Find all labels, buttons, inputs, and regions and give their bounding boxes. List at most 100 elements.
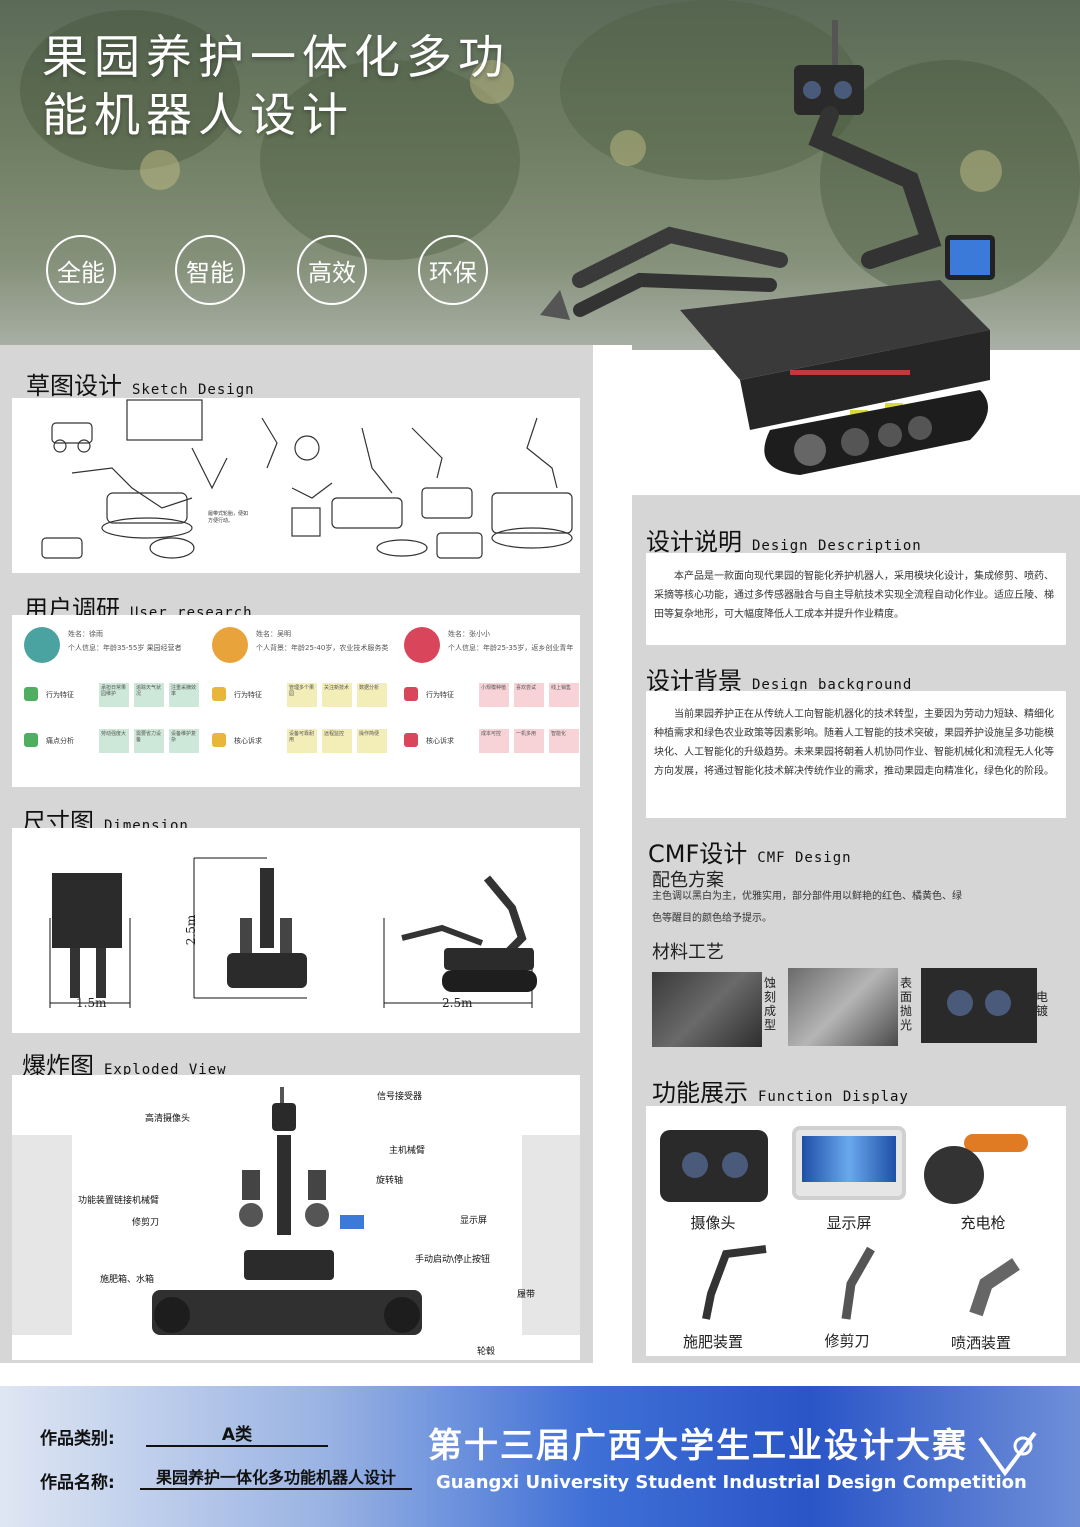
sticky-note: 智能化 — [549, 729, 579, 753]
user-research-board: 姓名：徐雨 个人信息：年龄35-55岁 果园经营者 行为特征 承担日常果园维护 … — [12, 615, 580, 787]
section-title-en: Function Display — [758, 1089, 909, 1105]
persona-row-label: 核心诉求 — [426, 737, 454, 745]
display-screen-icon — [792, 1126, 906, 1200]
sticky-note: 追踪天气状况 — [134, 683, 164, 707]
screen-image — [802, 1136, 896, 1182]
fruit-bg — [140, 150, 180, 190]
section-title-zh: 设计背景 — [646, 667, 742, 695]
persona-info: 个人信息：年龄35-55岁 果园经营者 — [68, 644, 182, 652]
needs-icon — [212, 733, 226, 747]
sticky-note: 设备可靠耐用 — [287, 729, 317, 753]
foliage-bg — [20, 10, 240, 170]
section-title-en: Design background — [752, 677, 913, 693]
persona-card: 姓名：张小小 个人信息：年龄25-35岁，返乡创业青年 行为特征 小规模种植 喜… — [404, 615, 594, 785]
category-label: 作品类别: — [40, 1429, 115, 1449]
fruit-bg — [610, 130, 646, 166]
fruit-bg — [960, 150, 1002, 192]
sticky-note: 劳动强度大 — [99, 729, 129, 753]
persona-row-label: 行为特征 — [234, 691, 262, 699]
pruning-shear-icon — [841, 1246, 875, 1320]
exploded-view-drawing — [12, 1087, 580, 1335]
persona-row-label: 行为特征 — [46, 691, 74, 699]
exploded-label: 手动启动\停止按钮 — [415, 1255, 491, 1265]
sticky-note: 成本可控 — [479, 729, 509, 753]
robot-render-image — [540, 20, 995, 475]
needs-icon — [404, 733, 418, 747]
dimension-width-label: 1.5m — [76, 996, 107, 1010]
background-box: 当前果园养护正在从传统人工向智能机器化的技术转型，主要因为劳动力短缺、精细化种植… — [646, 691, 1066, 818]
section-title-zh: CMF设计 — [648, 840, 748, 868]
camera-icon — [660, 1130, 768, 1202]
tag-eco: 环保 — [418, 235, 488, 305]
sticky-note: 远程监控 — [322, 729, 352, 753]
tag-versatile: 全能 — [46, 235, 116, 305]
function-label: 施肥装置 — [682, 1333, 743, 1351]
lens-icon — [985, 990, 1011, 1016]
section-title-zh: 草图设计 — [26, 372, 122, 400]
section-title-en: Design Description — [752, 538, 922, 554]
exploded-label: 功能装置链接机械臂 — [78, 1196, 160, 1206]
material-plating-image — [921, 968, 1037, 1043]
competition-subtitle: Guangxi University Student Industrial De… — [436, 1472, 1027, 1493]
description-box: 本产品是一款面向现代果园的智能化养护机器人，采用模块化设计，集成修剪、喷药、采摘… — [646, 553, 1066, 645]
behavior-icon — [404, 687, 418, 701]
behavior-icon — [212, 687, 226, 701]
function-board: 摄像头 显示屏 充电枪 施肥装置 修剪刀 喷洒装置 — [646, 1106, 1066, 1356]
exploded-label: 主机械臂 — [389, 1146, 426, 1156]
persona-name: 姓名：张小小 — [448, 630, 490, 638]
persona-card: 姓名：徐雨 个人信息：年龄35-55岁 果园经营者 行为特征 承担日常果园维护 … — [24, 615, 214, 785]
sprayer-icon — [969, 1258, 1020, 1317]
color-scheme-heading: 配色方案 — [652, 870, 724, 891]
sticky-note: 小规模种植 — [479, 683, 509, 707]
charging-gun-icon — [924, 1124, 1034, 1204]
fertilizer-device-icon — [702, 1245, 767, 1320]
footer-banner: 作品类别: A类 作品名称: 果园养护一体化多功能机器人设计 第十三届广西大学生… — [0, 1386, 1080, 1527]
persona-avatar — [212, 627, 248, 663]
function-label: 修剪刀 — [824, 1332, 870, 1350]
description-text: 本产品是一款面向现代果园的智能化养护机器人，采用模块化设计，集成修剪、喷药、采摘… — [654, 571, 1054, 620]
section-title-function: 功能展示 Function Display — [652, 1073, 909, 1108]
section-title-zh: 功能展示 — [652, 1079, 748, 1107]
material-etching-image — [652, 972, 762, 1047]
behavior-icon — [24, 687, 38, 701]
section-title-background: 设计背景 Design background — [646, 661, 912, 696]
foliage-bg — [260, 60, 520, 260]
persona-name: 姓名：徐雨 — [68, 630, 103, 638]
work-name-value: 果园养护一体化多功能机器人设计 — [140, 1464, 412, 1490]
poster-title-line1: 果园养护一体化多功 — [42, 30, 510, 84]
dimension-board: 1.5m 2.5m 2.5m — [12, 828, 580, 1033]
function-label: 喷洒装置 — [950, 1334, 1011, 1352]
persona-row-label: 核心诉求 — [234, 737, 262, 745]
section-title-en: Exploded View — [104, 1062, 227, 1078]
exploded-label: 轮毂 — [477, 1347, 496, 1357]
exploded-label: 旋转轴 — [376, 1176, 404, 1186]
persona-info: 个人信息：年龄25-35岁，返乡创业青年 — [448, 644, 574, 652]
gun-handle — [964, 1134, 1028, 1152]
function-label: 摄像头 — [690, 1214, 736, 1232]
sticky-note: 管理多个果园 — [287, 683, 317, 707]
exploded-label: 履带 — [517, 1290, 536, 1300]
sticky-note: 线上销售 — [549, 683, 579, 707]
gun-body — [924, 1146, 984, 1204]
sticky-note: 关注新技术 — [322, 683, 352, 707]
sketch-drawings — [41, 399, 573, 559]
material-label: 电镀 — [1036, 990, 1049, 1018]
tag-efficient: 高效 — [297, 235, 367, 305]
exploded-board: 信号接受器 高清摄像头 主机械臂 旋转轴 功能装置链接机械臂 修剪刀 显示屏 手… — [12, 1075, 580, 1360]
dimension-length-label: 2.5m — [442, 996, 473, 1010]
sticky-note: 注重采摘效率 — [169, 683, 199, 707]
persona-name: 姓名：吴明 — [256, 630, 291, 638]
panel-gap — [593, 345, 632, 1363]
exploded-label: 高清摄像头 — [145, 1114, 191, 1124]
dimension-drawings — [49, 857, 537, 1008]
persona-row-label: 痛点分析 — [46, 737, 74, 745]
exploded-label: 信号接受器 — [377, 1092, 423, 1102]
function-label: 充电枪 — [960, 1214, 1006, 1232]
persona-row-label: 行为特征 — [426, 691, 454, 699]
exploded-label: 显示屏 — [460, 1216, 488, 1226]
sticky-note: 承担日常果园维护 — [99, 683, 129, 707]
exploded-label: 施肥箱、水箱 — [100, 1275, 155, 1285]
sticky-note: 喜欢尝试 — [514, 683, 544, 707]
